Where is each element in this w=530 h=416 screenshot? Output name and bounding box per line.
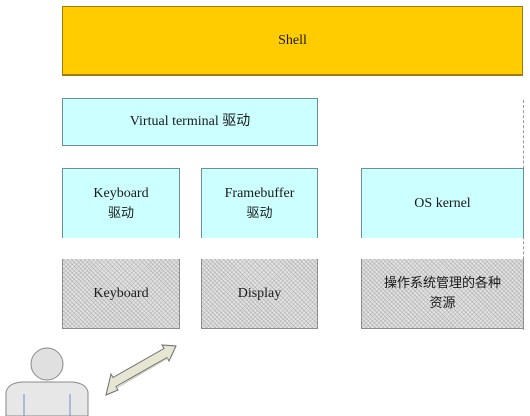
keyboard-hardware-box: Keyboard [62, 259, 180, 329]
virtual-terminal-driver-box: Virtual terminal 驱动 [62, 98, 318, 146]
framebuffer-driver-box: Framebuffer 驱动 [201, 168, 318, 238]
framebuffer-driver-line1: Framebuffer [224, 185, 295, 201]
os-resources-line2: 资源 [429, 295, 456, 311]
os-resources-line1: 操作系统管理的各种 [383, 275, 501, 291]
display-hardware-box: Display [201, 259, 318, 329]
os-kernel-label: OS kernel [414, 195, 471, 211]
double-arrow-icon [105, 344, 177, 396]
keyboard-driver-box: Keyboard 驱动 [62, 168, 180, 238]
framebuffer-driver-line2: 驱动 [246, 205, 273, 221]
keyboard-driver-line2: 驱动 [107, 205, 134, 221]
keyboard-driver-line1: Keyboard [93, 185, 149, 201]
virtual-terminal-label: Virtual terminal 驱动 [129, 114, 251, 129]
os-resources-box: 操作系统管理的各种 资源 [361, 259, 524, 329]
shell-label: Shell [278, 32, 307, 48]
keyboard-hardware-label: Keyboard [93, 285, 149, 301]
shell-box: Shell [62, 6, 523, 76]
display-hardware-label: Display [237, 285, 282, 301]
os-kernel-box: OS kernel [361, 168, 524, 238]
user-icon [5, 347, 89, 416]
